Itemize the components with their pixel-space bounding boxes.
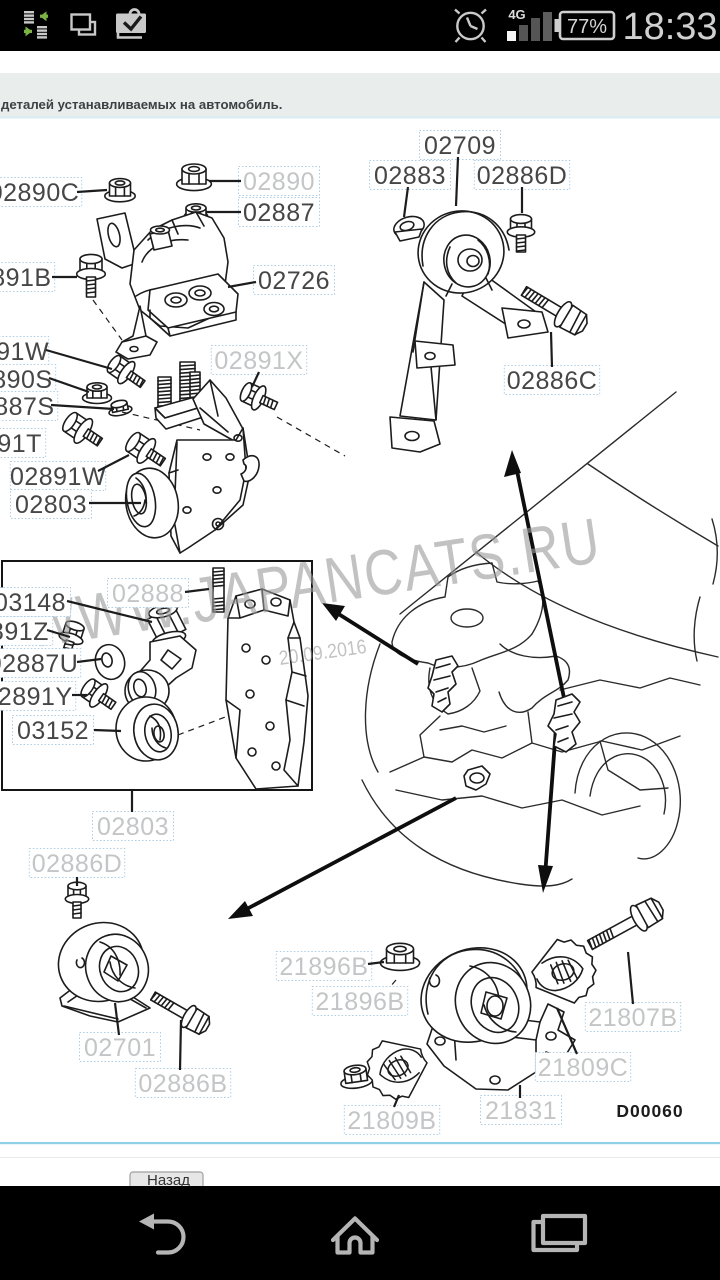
svg-text:02886D: 02886D: [477, 162, 568, 190]
svg-text:D00060: D00060: [616, 1101, 683, 1121]
svg-text:02891X: 02891X: [214, 347, 303, 375]
svg-text:02888: 02888: [112, 580, 184, 608]
svg-text:02886D: 02886D: [32, 850, 123, 878]
svg-text:02709: 02709: [424, 132, 496, 160]
svg-text:02890S: 02890S: [0, 366, 53, 394]
svg-text:21896B: 21896B: [279, 953, 368, 981]
svg-text:02701: 02701: [84, 1034, 156, 1062]
svg-text:21831: 21831: [485, 1097, 557, 1125]
svg-text:03152: 03152: [17, 717, 89, 745]
svg-text:02803: 02803: [97, 813, 169, 841]
svg-text:02887S: 02887S: [0, 393, 55, 421]
svg-text:4G: 4G: [508, 7, 525, 22]
svg-text:21809B: 21809B: [347, 1107, 436, 1135]
svg-text:02883: 02883: [374, 162, 446, 190]
svg-text:02726: 02726: [258, 267, 330, 295]
svg-text:02891T: 02891T: [0, 430, 42, 458]
svg-text:02891W: 02891W: [10, 463, 106, 491]
svg-text:21807B: 21807B: [588, 1004, 677, 1032]
svg-text:деталей устанавливаемых на авт: деталей устанавливаемых на автомобиль.: [1, 97, 282, 112]
svg-text:02886C: 02886C: [507, 367, 598, 395]
svg-text:03148: 03148: [0, 589, 66, 617]
svg-text:02886B: 02886B: [138, 1070, 227, 1098]
svg-text:02887: 02887: [243, 199, 315, 227]
svg-text:02890: 02890: [243, 168, 315, 196]
svg-text:21809C: 21809C: [538, 1054, 629, 1082]
svg-text:77%: 77%: [567, 16, 607, 38]
svg-text:21896B: 21896B: [315, 988, 404, 1016]
svg-text:Назад: Назад: [147, 1172, 190, 1189]
svg-text:02891W: 02891W: [0, 338, 49, 366]
svg-text:02887U: 02887U: [0, 650, 78, 678]
svg-text:02890C: 02890C: [0, 179, 79, 207]
svg-text:18:33: 18:33: [622, 6, 717, 48]
svg-text:02891Y: 02891Y: [0, 683, 73, 711]
svg-text:02803: 02803: [15, 491, 87, 519]
svg-text:02891B: 02891B: [0, 264, 52, 292]
svg-text:02891Z: 02891Z: [0, 618, 49, 646]
